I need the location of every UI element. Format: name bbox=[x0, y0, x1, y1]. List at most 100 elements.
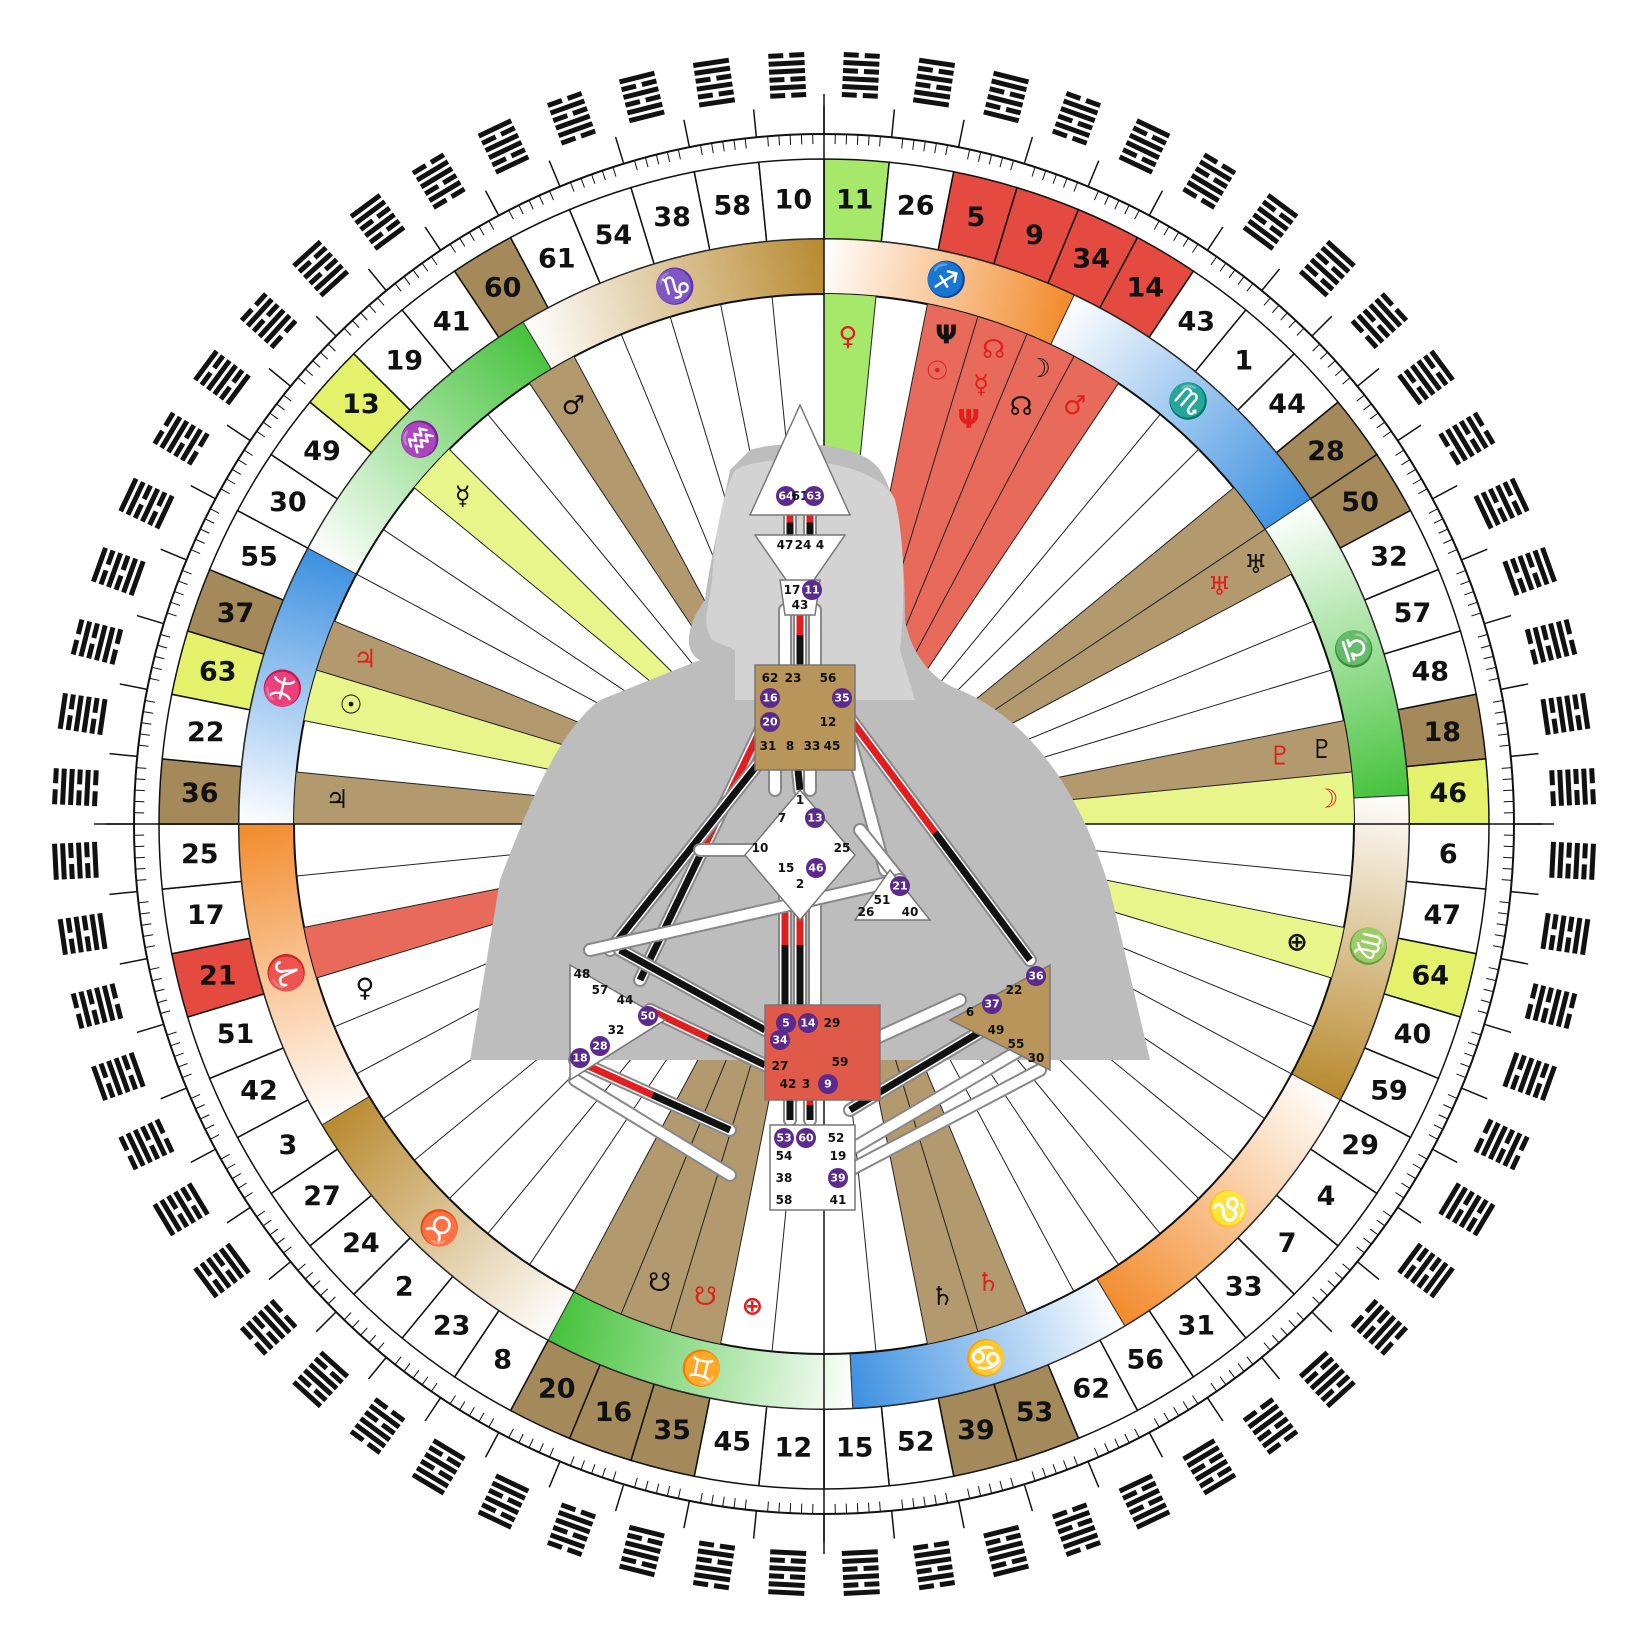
hexagram-icon bbox=[1549, 768, 1596, 807]
gate-label: 58 bbox=[776, 1193, 793, 1207]
gate-number: 54 bbox=[595, 220, 633, 251]
svg-text:64: 64 bbox=[778, 490, 794, 503]
gate-label: 59 bbox=[832, 1055, 849, 1069]
hexagram-icon bbox=[52, 768, 99, 807]
planet-icon: ♂ bbox=[1063, 391, 1086, 421]
gate-number: 12 bbox=[775, 1433, 813, 1464]
gate-badge bbox=[796, 1128, 816, 1148]
gate-badge bbox=[638, 1006, 658, 1026]
hexagram-icon bbox=[912, 57, 956, 108]
planet-icon: Ψ bbox=[958, 405, 980, 435]
planet-icon: ☊ bbox=[1010, 392, 1033, 422]
hexagram-icon bbox=[57, 692, 108, 736]
gate-label: 10 bbox=[752, 841, 769, 855]
hexagram-icon bbox=[1118, 118, 1171, 175]
gate-label: 33 bbox=[804, 739, 821, 753]
gate-badge bbox=[802, 580, 822, 600]
gate-number: 40 bbox=[1394, 1019, 1432, 1050]
gate-badge bbox=[1026, 966, 1046, 986]
channel bbox=[845, 1065, 1045, 1175]
planet-icon: ☿ bbox=[973, 370, 989, 400]
gate-label: 54 bbox=[776, 1149, 793, 1163]
hexagram-icon bbox=[239, 1298, 298, 1356]
svg-text:18: 18 bbox=[572, 1052, 587, 1065]
svg-text:16: 16 bbox=[762, 692, 778, 705]
hexagram-icon bbox=[239, 292, 298, 350]
hexagram-icon bbox=[411, 1438, 466, 1496]
svg-text:63: 63 bbox=[806, 490, 821, 503]
hexagram-icon bbox=[1118, 1473, 1171, 1530]
gate-number: 7 bbox=[1278, 1228, 1297, 1259]
planet-icon: Ψ bbox=[935, 321, 957, 351]
svg-text:39: 39 bbox=[830, 1172, 845, 1185]
zodiac-sign-icon: ♓ bbox=[259, 663, 308, 714]
gate-badge bbox=[828, 1168, 848, 1188]
hexagram-icon bbox=[768, 52, 807, 99]
activation-wedge bbox=[957, 529, 1292, 749]
gate-label: 17 bbox=[784, 583, 801, 597]
svg-text:28: 28 bbox=[592, 1040, 607, 1053]
gate-badge bbox=[806, 858, 826, 878]
gate-label: 7 bbox=[778, 811, 786, 825]
svg-text:9: 9 bbox=[824, 1078, 832, 1091]
activation-wedge bbox=[870, 971, 1027, 1332]
hexagram-icon bbox=[411, 152, 466, 210]
gate-label: 29 bbox=[824, 1016, 841, 1030]
hexagram-icon bbox=[1438, 1182, 1496, 1237]
hexagram-icon bbox=[477, 1473, 530, 1530]
gate-label: 23 bbox=[785, 671, 802, 685]
hexagram-icon bbox=[1524, 618, 1578, 665]
gate-number: 11 bbox=[836, 184, 874, 215]
gate-label: 1 bbox=[796, 793, 804, 807]
activation-wedge bbox=[980, 720, 1352, 809]
planet-icon: ☋ bbox=[694, 1282, 717, 1312]
planet-icon: ☽ bbox=[1028, 354, 1051, 384]
gate-number: 19 bbox=[385, 345, 423, 376]
gate-number: 8 bbox=[493, 1345, 512, 1376]
gate-label: 12 bbox=[820, 715, 837, 729]
svg-text:14: 14 bbox=[800, 1017, 816, 1030]
gate-label: 48 bbox=[574, 967, 591, 981]
planet-icon: ☉ bbox=[926, 357, 949, 387]
hexagram-icon bbox=[841, 1549, 880, 1596]
hexagram-icon bbox=[349, 1397, 406, 1455]
gate-badge bbox=[760, 688, 780, 708]
gate-number: 46 bbox=[1429, 778, 1467, 809]
planet-glyphs: ♀Ψ☉☊☿Ψ☽☊♂♅♅♇♇☽⊕♄♄☋☋⊕♀♃☉♃☿♂ bbox=[325, 321, 1338, 1322]
hexagram-icon bbox=[118, 477, 175, 530]
gate-number: 55 bbox=[240, 541, 278, 572]
gate-number: 58 bbox=[714, 190, 752, 221]
hexagram-icon bbox=[292, 239, 350, 298]
gate-number: 50 bbox=[1341, 487, 1379, 518]
gate-number: 3 bbox=[279, 1130, 298, 1161]
gate-label: 2 bbox=[796, 877, 804, 891]
gate-number: 2 bbox=[395, 1272, 414, 1303]
hexagram-icon bbox=[292, 1350, 350, 1409]
gate-badge bbox=[890, 876, 910, 896]
gate-number: 39 bbox=[957, 1415, 995, 1446]
planet-icon: ♀ bbox=[838, 322, 857, 352]
svg-text:36: 36 bbox=[1028, 970, 1044, 983]
svg-text:60: 60 bbox=[798, 1132, 814, 1145]
gate-number: 25 bbox=[181, 839, 219, 870]
hexagram-icon bbox=[91, 546, 146, 597]
hexagram-icon bbox=[1051, 1502, 1102, 1557]
gate-number: 62 bbox=[1072, 1373, 1110, 1404]
gate-number: 53 bbox=[1016, 1397, 1054, 1428]
gate-number: 36 bbox=[181, 778, 219, 809]
gate-label: 4 bbox=[816, 538, 824, 552]
activation-wedge bbox=[899, 356, 1119, 691]
activation-wedge bbox=[870, 316, 1027, 677]
svg-text:11: 11 bbox=[804, 584, 819, 597]
gate-number: 59 bbox=[1370, 1076, 1408, 1107]
planet-icon: ♅ bbox=[1208, 572, 1231, 602]
gate-label: 49 bbox=[988, 1023, 1005, 1037]
svg-text:46: 46 bbox=[808, 862, 824, 875]
hexagram-icon bbox=[1242, 1397, 1299, 1455]
gate-number: 49 bbox=[303, 436, 341, 467]
